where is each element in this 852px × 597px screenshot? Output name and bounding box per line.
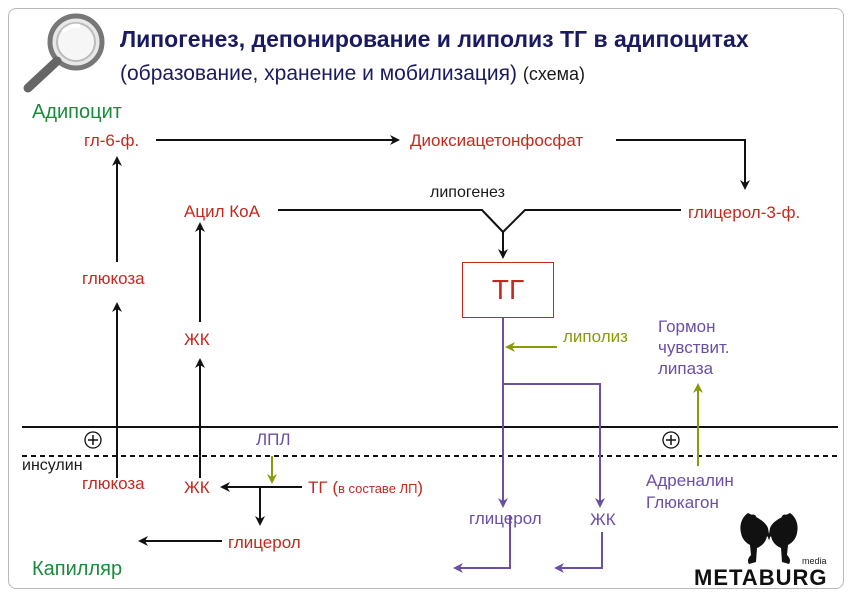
label-lipogenesis: липогенез — [430, 184, 505, 201]
node-fatty-acid-released: ЖК — [590, 510, 616, 529]
tg-capillary-paren-open: ( — [332, 478, 338, 497]
node-glucose-intracellular: глюкоза — [82, 269, 145, 288]
node-fatty-acid-capillary: ЖК — [184, 478, 210, 497]
hsl-line-1: Гормон — [658, 317, 716, 336]
subtitle-suffix: (схема) — [522, 64, 586, 84]
node-glycerol-capillary: глицерол — [228, 533, 301, 552]
arrow-glycerol-to-blood — [453, 515, 511, 573]
page-title: Липогенез, депонирование и липолиз ТГ в … — [120, 26, 749, 52]
subtitle-main: (образование, хранение и мобилизация) — [120, 62, 518, 85]
node-triglyceride-box: ТГ — [462, 262, 554, 318]
node-glycerol-3-phosphate: глицерол-3-ф. — [688, 203, 801, 222]
node-triglyceride-capillary: ТГ (в составе ЛП) — [308, 479, 423, 496]
plus-circle-right — [662, 431, 680, 449]
hsl-line-2: чувствит. — [658, 338, 730, 357]
hsl-line-3: липаза — [658, 359, 714, 378]
node-glucose-capillary: глюкоза — [82, 474, 145, 493]
frame-border — [8, 8, 844, 589]
tg-capillary-note: в составе ЛП — [338, 481, 418, 496]
logo-tag: media — [802, 556, 827, 566]
node-dhap: Диоксиацетонфосфат — [410, 131, 584, 150]
page-subtitle: (образование, хранение и мобилизация) (с… — [120, 63, 585, 84]
label-lipolysis: липолиз — [563, 327, 628, 346]
node-glucose-6-phosphate: гл-6-ф. — [84, 131, 140, 150]
metaburg-logo-figures — [740, 513, 798, 564]
tg-capillary-paren-close: ) — [417, 478, 424, 497]
node-hormone-sensitive-lipase: Гормон чувствит. липаза — [658, 316, 730, 379]
magnifier-icon — [23, 13, 105, 93]
node-hormones: Адреналин Глюкагон — [646, 470, 734, 514]
label-insulin: инсулин — [22, 457, 83, 474]
node-fatty-acid-intracellular: ЖК — [184, 330, 210, 349]
region-label-capillary: Капилляр — [32, 558, 123, 580]
node-glycerol-released: глицерол — [469, 509, 542, 528]
arrow-tg-to-fa-out — [503, 383, 605, 508]
hormone-glucagon: Глюкагон — [646, 493, 719, 512]
line-acylcoa-to-lipogenesis — [278, 209, 504, 233]
tg-capillary-label: ТГ — [308, 478, 328, 497]
node-lipoprotein-lipase: ЛПЛ — [256, 430, 291, 449]
node-acyl-coa: Ацил КоА — [184, 202, 260, 221]
hormone-adrenaline: Адреналин — [646, 471, 734, 490]
plus-circle-left — [84, 431, 102, 449]
arrow-dhap-to-g3p — [616, 139, 750, 190]
logo-brand: METABURG — [694, 565, 828, 590]
arrow-fa-to-blood — [554, 532, 603, 573]
node-triglyceride-label: ТГ — [491, 274, 525, 305]
region-label-adipocyte: Адипоцит — [32, 101, 122, 123]
line-g3p-to-lipogenesis — [502, 209, 681, 233]
